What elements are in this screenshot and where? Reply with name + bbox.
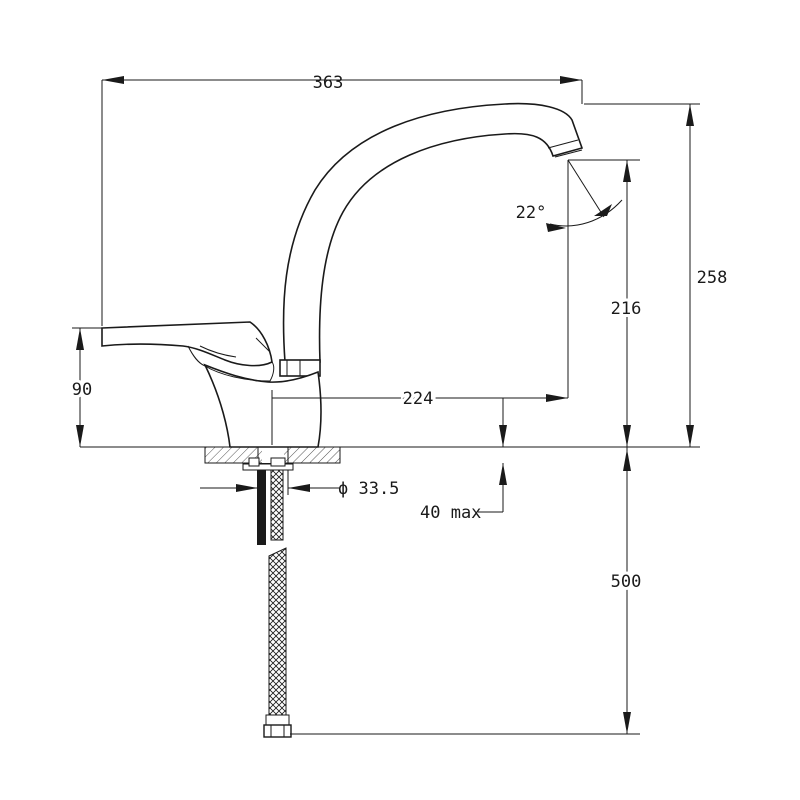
- dimension-label-hose-length: 500: [611, 572, 642, 592]
- dimension-label-spout-height: 216: [611, 299, 642, 319]
- faucet-body: [203, 363, 322, 448]
- dimension-spout-reach: 224: [272, 386, 568, 412]
- dimension-label-lever-height: 90: [72, 380, 92, 400]
- flexible-hose: [263, 469, 292, 738]
- reference-lines: [80, 390, 700, 735]
- faucet-spout: [282, 102, 584, 363]
- dimension-label-spout-reach: 224: [403, 389, 434, 409]
- dimension-label-total-width: 363: [313, 73, 344, 93]
- dimension-spout-angle: 22°: [516, 159, 623, 398]
- dimension-spout-height: 216: [568, 159, 644, 447]
- spout-collar: [279, 359, 321, 377]
- dimension-lever-height: 90: [69, 327, 102, 447]
- dimension-label-total-height: 258: [697, 268, 728, 288]
- dimension-max-thickness: 40 max: [420, 398, 507, 523]
- threaded-rod: [257, 470, 266, 545]
- mounting-hardware: [242, 447, 294, 471]
- dimension-label-mounting-hole: ϕ 33.5: [338, 479, 399, 499]
- dimension-label-max-thickness: 40 max: [420, 503, 481, 523]
- dimension-hose-length: 500: [608, 447, 644, 734]
- lever-handle: [101, 321, 275, 382]
- dimension-total-height: 258: [584, 103, 728, 447]
- dimension-mounting-hole: ϕ 33.5: [200, 470, 399, 499]
- dimension-total-width: 363: [101, 73, 583, 326]
- dimension-label-spout-angle: 22°: [516, 203, 547, 223]
